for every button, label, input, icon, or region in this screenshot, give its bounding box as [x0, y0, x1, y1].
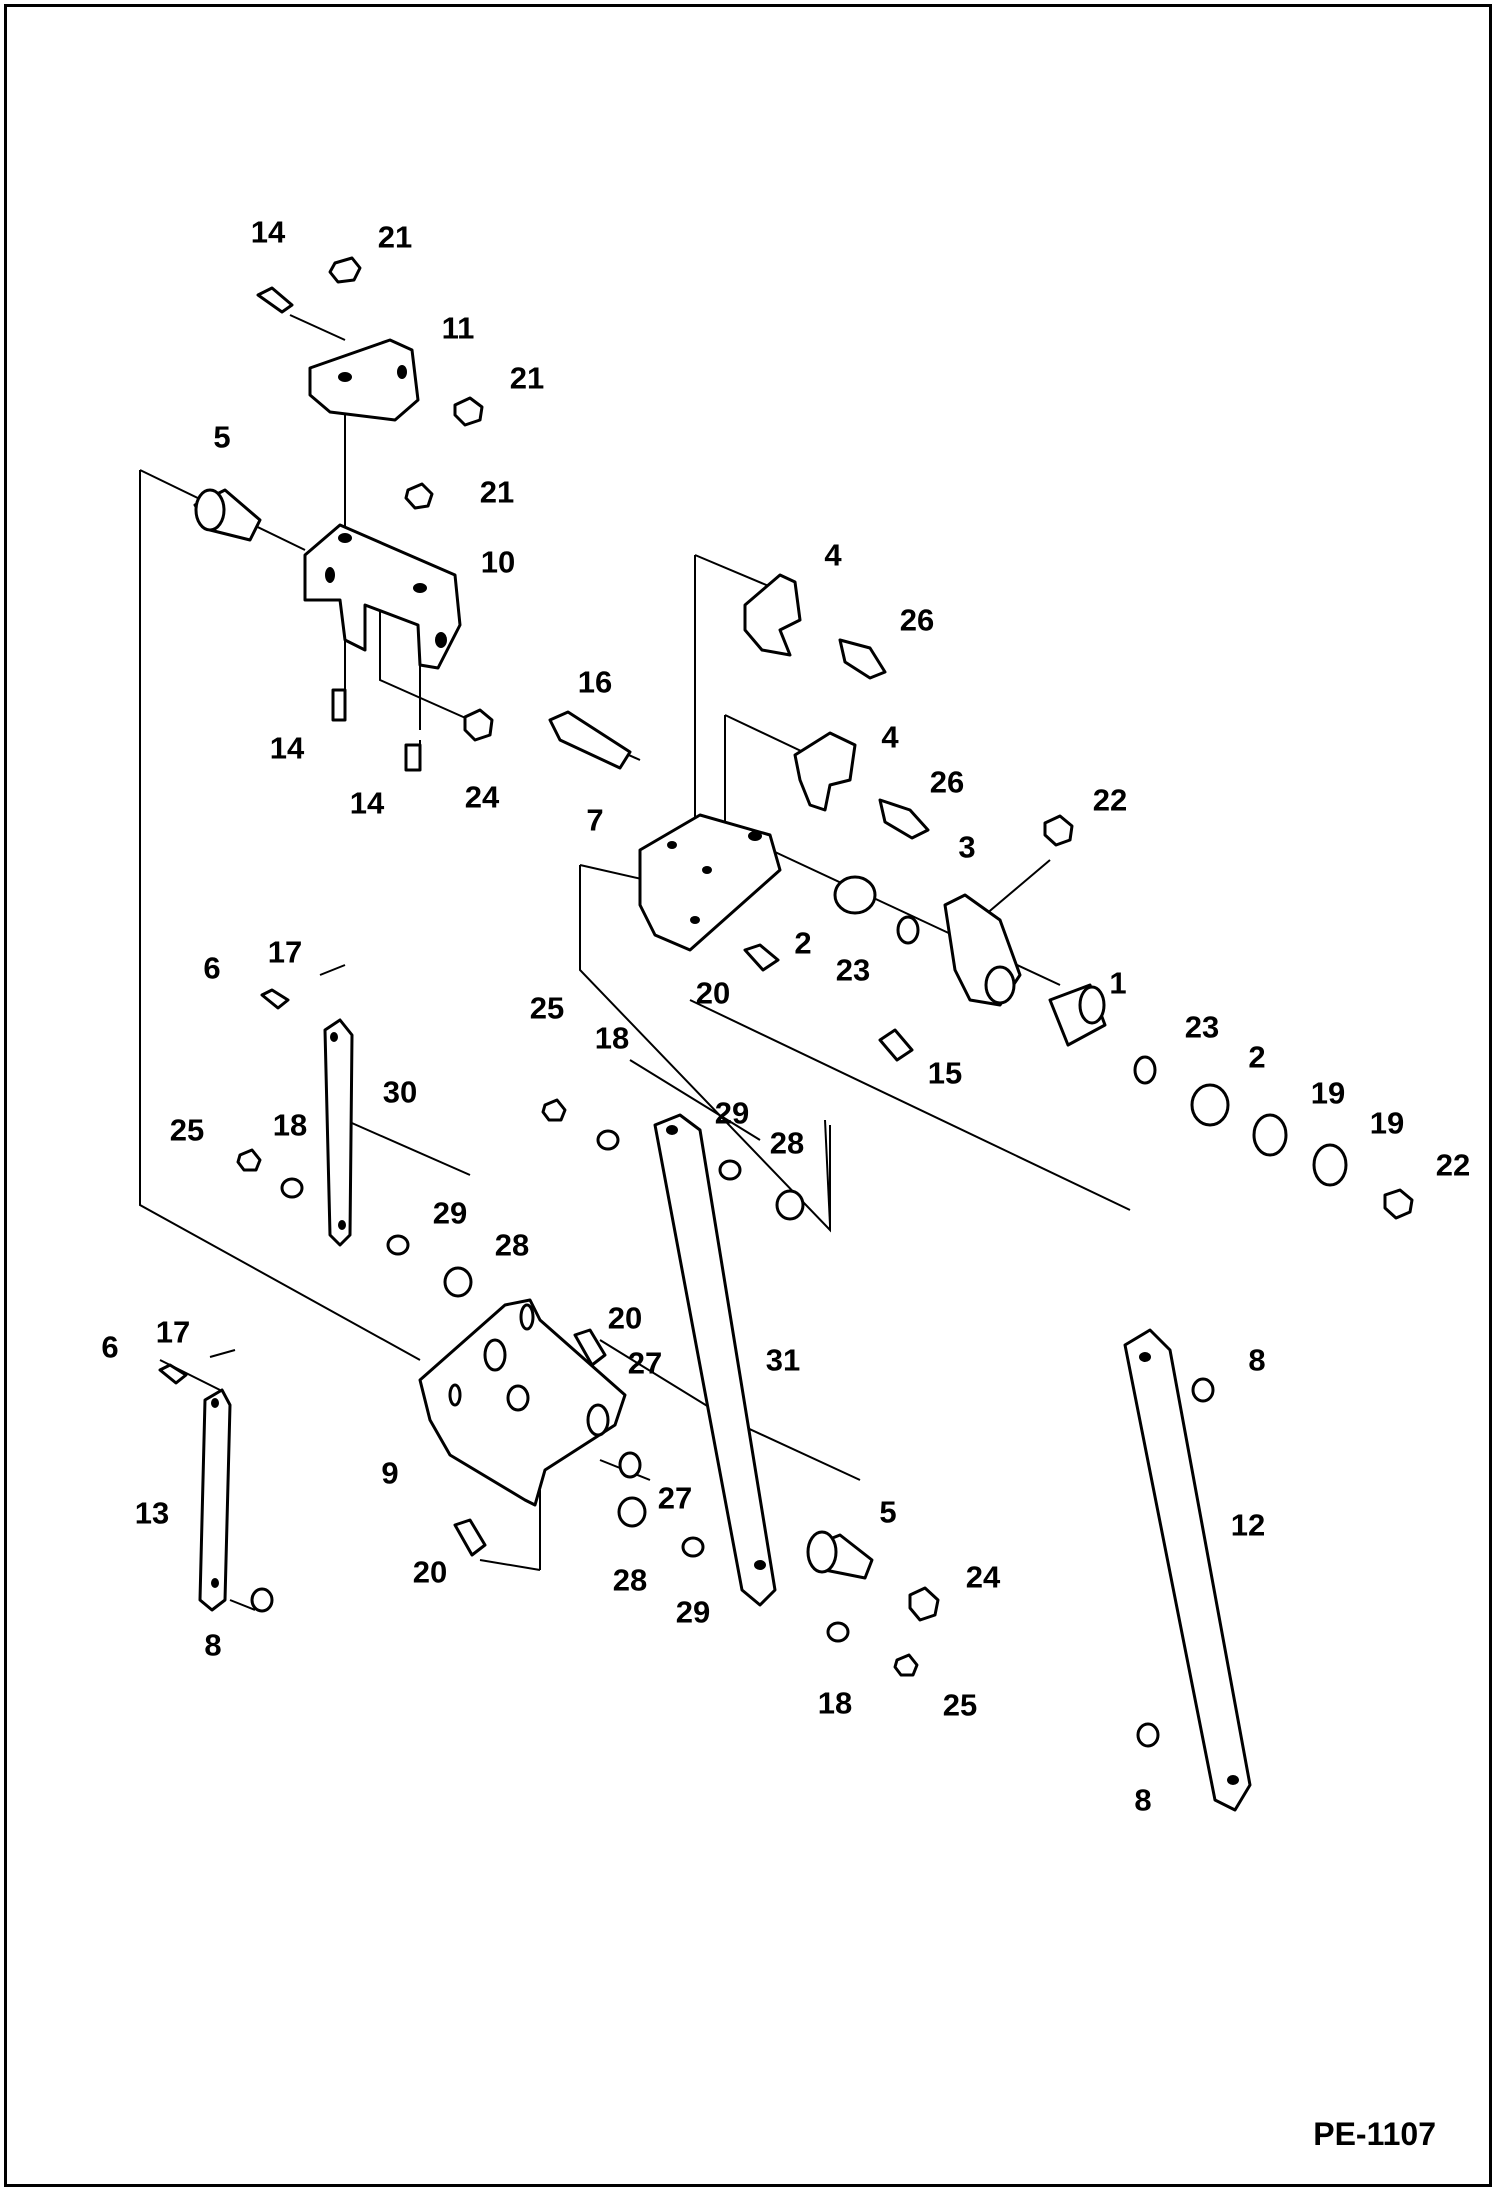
callout-20: 20	[695, 975, 731, 1011]
callout-25: 25	[169, 1112, 205, 1148]
callout-4: 4	[824, 537, 842, 573]
callout-4: 4	[881, 719, 899, 755]
callout-3: 3	[958, 829, 976, 865]
callout-19: 19	[1310, 1075, 1346, 1111]
callout-31: 31	[765, 1342, 801, 1378]
callout-2: 2	[1248, 1039, 1266, 1075]
callout-18: 18	[272, 1107, 308, 1143]
callout-22: 22	[1435, 1147, 1471, 1183]
callout-28: 28	[494, 1227, 530, 1263]
callout-29: 29	[675, 1594, 711, 1630]
callout-18: 18	[817, 1685, 853, 1721]
callout-25: 25	[942, 1687, 978, 1723]
callout-28: 28	[612, 1562, 648, 1598]
callout-18: 18	[594, 1020, 630, 1056]
callout-29: 29	[714, 1095, 750, 1131]
callout-30: 30	[382, 1074, 418, 1110]
callout-5: 5	[879, 1494, 897, 1530]
callout-9: 9	[381, 1455, 399, 1491]
callout-23: 23	[835, 952, 871, 988]
callout-8: 8	[1134, 1782, 1152, 1818]
drawing-border	[4, 4, 1492, 2187]
callout-10: 10	[480, 544, 516, 580]
callout-29: 29	[432, 1195, 468, 1231]
callout-26: 26	[899, 602, 935, 638]
callout-25: 25	[529, 990, 565, 1026]
callout-17: 17	[155, 1314, 191, 1350]
callout-24: 24	[464, 779, 500, 815]
callout-6: 6	[101, 1329, 119, 1365]
callout-27: 27	[657, 1480, 693, 1516]
callout-5: 5	[213, 419, 231, 455]
callout-19: 19	[1369, 1105, 1405, 1141]
callout-24: 24	[965, 1559, 1001, 1595]
callout-14: 14	[269, 730, 305, 766]
drawing-reference-number: PE-1107	[1313, 2116, 1436, 2152]
callout-14: 14	[250, 214, 286, 250]
callout-15: 15	[927, 1055, 963, 1091]
callout-27: 27	[627, 1345, 663, 1381]
callout-8: 8	[204, 1627, 222, 1663]
callout-28: 28	[769, 1125, 805, 1161]
callout-20: 20	[607, 1300, 643, 1336]
callout-12: 12	[1230, 1507, 1266, 1543]
callout-21: 21	[509, 360, 545, 396]
callout-16: 16	[577, 664, 613, 700]
callout-1: 1	[1109, 965, 1127, 1001]
callout-13: 13	[134, 1495, 170, 1531]
callout-7: 7	[586, 802, 604, 838]
callout-20: 20	[412, 1554, 448, 1590]
callout-14: 14	[349, 785, 385, 821]
callout-11: 11	[441, 310, 475, 346]
callout-23: 23	[1184, 1009, 1220, 1045]
callout-2: 2	[794, 925, 812, 961]
callout-6: 6	[203, 950, 221, 986]
callout-17: 17	[267, 934, 303, 970]
callout-26: 26	[929, 764, 965, 800]
callout-8: 8	[1248, 1342, 1266, 1378]
callout-21: 21	[377, 219, 413, 255]
part-shapes	[158, 256, 1414, 1812]
callout-21: 21	[479, 474, 515, 510]
callout-22: 22	[1092, 782, 1128, 818]
